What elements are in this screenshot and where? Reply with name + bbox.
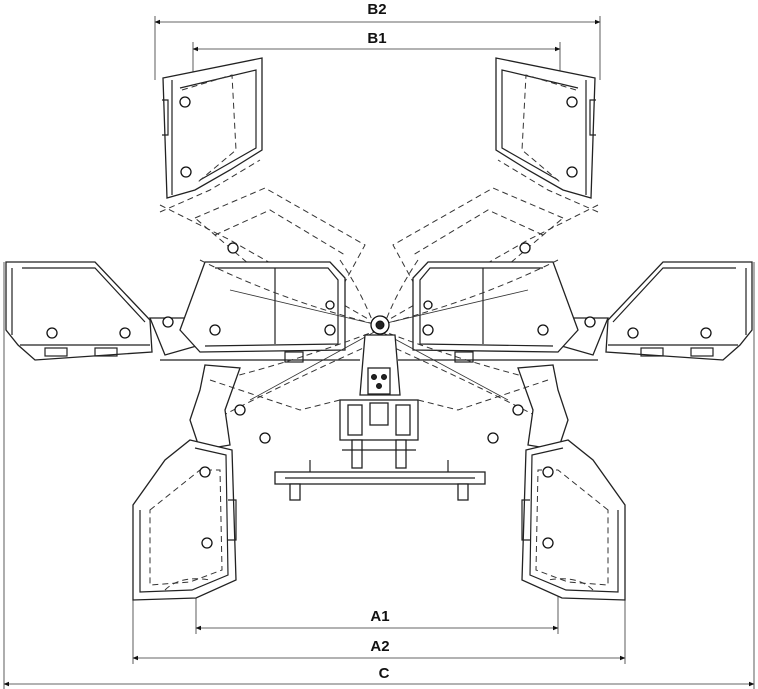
dimension-c: C (3, 262, 755, 689)
hitch-assembly (274, 399, 486, 501)
lower-left-wing (132, 439, 237, 601)
central-mast (350, 315, 410, 413)
dimension-a2: A2 (132, 590, 626, 664)
lower-right-wing (521, 439, 626, 601)
lower-left-arm (189, 364, 341, 451)
dimension-a1: A1 (195, 595, 559, 634)
dimension-label-c: C (379, 665, 390, 682)
dimension-label-a2: A2 (370, 638, 389, 655)
dimension-b2: B2 (154, 1, 601, 80)
left-inner-frame (160, 261, 360, 363)
left-horizontal-wing (5, 261, 201, 361)
upper-left-wing (159, 57, 263, 213)
lower-right-arm (417, 364, 569, 451)
dimension-label-a1: A1 (370, 608, 389, 625)
right-inner-frame (398, 261, 598, 363)
dimension-b1: B1 (192, 30, 561, 75)
upper-right-wing (495, 57, 599, 213)
dimension-label-b2: B2 (367, 1, 386, 18)
dimension-label-b1: B1 (367, 30, 386, 47)
right-horizontal-wing (557, 261, 753, 361)
